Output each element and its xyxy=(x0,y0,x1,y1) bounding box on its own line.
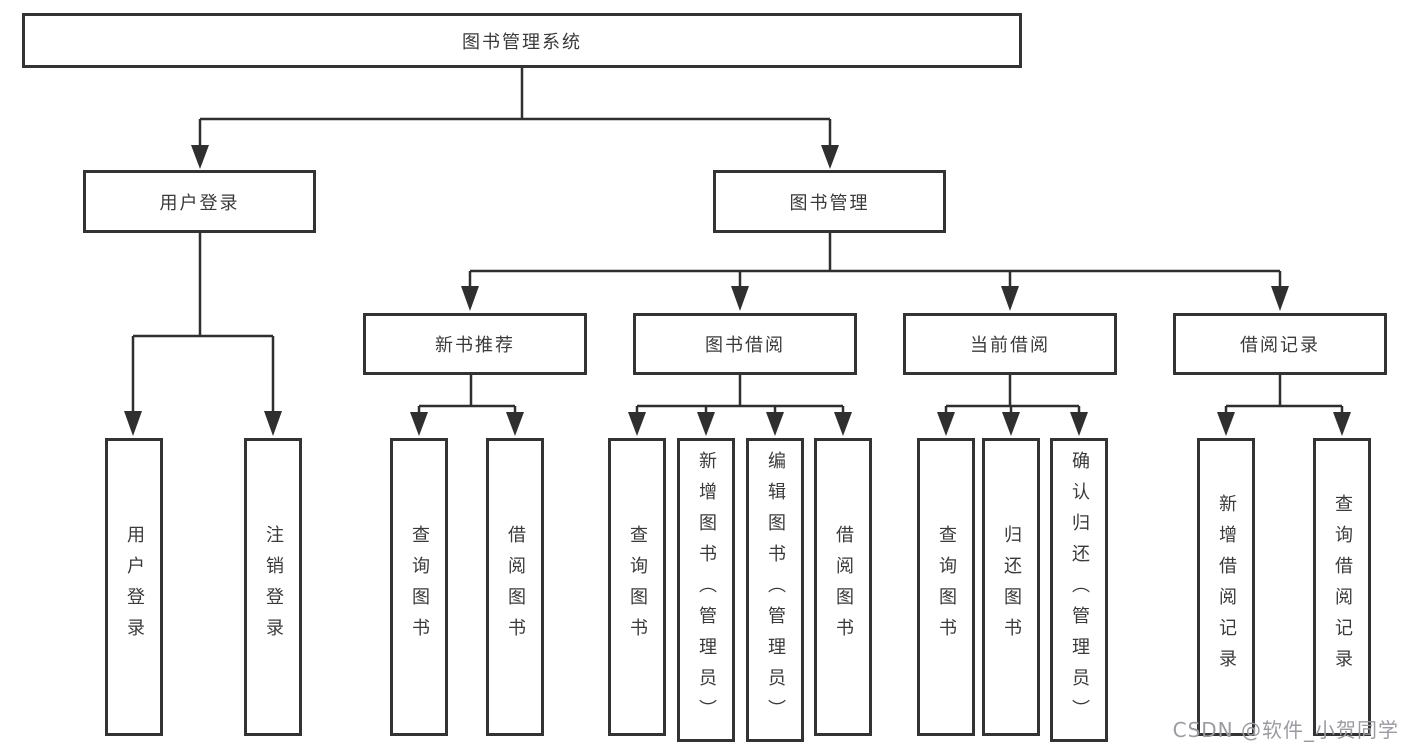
csdn-watermark: CSDN @软件_小贺同学 xyxy=(1172,718,1399,742)
leaf-confirm-return-admin: 确认归还（管理员） xyxy=(1050,438,1108,742)
leaf-edit-books-admin: 编辑图书（管理员） xyxy=(746,438,804,742)
arrowheads xyxy=(124,145,1351,436)
node-label: 新增图书（管理员） xyxy=(696,450,717,730)
node-label: 注销登录 xyxy=(263,525,284,649)
node-library-management-system: 图书管理系统 xyxy=(22,13,1022,68)
leaf-add-books-admin: 新增图书（管理员） xyxy=(677,438,735,742)
node-label: 借阅记录 xyxy=(1240,335,1320,356)
node-borrowing-records: 借阅记录 xyxy=(1173,313,1387,375)
leaf-query-books-under-book-borrowing: 查询图书 xyxy=(608,438,666,736)
node-label: 新书推荐 xyxy=(435,335,515,356)
node-label: 查询借阅记录 xyxy=(1332,494,1353,680)
node-label: 归还图书 xyxy=(1001,525,1022,649)
node-current-borrowing: 当前借阅 xyxy=(903,313,1117,375)
node-label: 查询图书 xyxy=(936,525,957,649)
leaf-query-books-under-new-books: 查询图书 xyxy=(390,438,448,736)
node-label: 查询图书 xyxy=(409,525,430,649)
node-new-book-recommendation: 新书推荐 xyxy=(363,313,587,375)
node-user-login: 用户登录 xyxy=(83,170,316,233)
leaf-return-books: 归还图书 xyxy=(982,438,1040,736)
node-label: 用户登录 xyxy=(124,525,145,649)
node-book-borrowing: 图书借阅 xyxy=(633,313,857,375)
node-label: 编辑图书（管理员） xyxy=(765,450,786,730)
node-label: 借阅图书 xyxy=(833,525,854,649)
leaf-add-borrow-record: 新增借阅记录 xyxy=(1197,438,1255,736)
leaf-query-books-under-current-borrowing: 查询图书 xyxy=(917,438,975,736)
node-label: 确认归还（管理员） xyxy=(1069,450,1090,730)
leaf-borrow-books-under-new-books: 借阅图书 xyxy=(486,438,544,736)
leaf-logout: 注销登录 xyxy=(244,438,302,736)
node-label: 图书借阅 xyxy=(705,335,785,356)
node-label: 查询图书 xyxy=(627,525,648,649)
node-label: 借阅图书 xyxy=(505,525,526,649)
node-book-management: 图书管理 xyxy=(713,170,946,233)
node-label: 新增借阅记录 xyxy=(1216,494,1237,680)
leaf-query-borrow-record: 查询借阅记录 xyxy=(1313,438,1371,736)
node-label: 图书管理系统 xyxy=(462,31,582,53)
leaf-borrow-books: 借阅图书 xyxy=(814,438,872,736)
node-label: 图书管理 xyxy=(789,192,870,214)
leaf-user-login: 用户登录 xyxy=(105,438,163,736)
node-label: 用户登录 xyxy=(159,192,240,214)
node-label: 当前借阅 xyxy=(970,335,1050,356)
